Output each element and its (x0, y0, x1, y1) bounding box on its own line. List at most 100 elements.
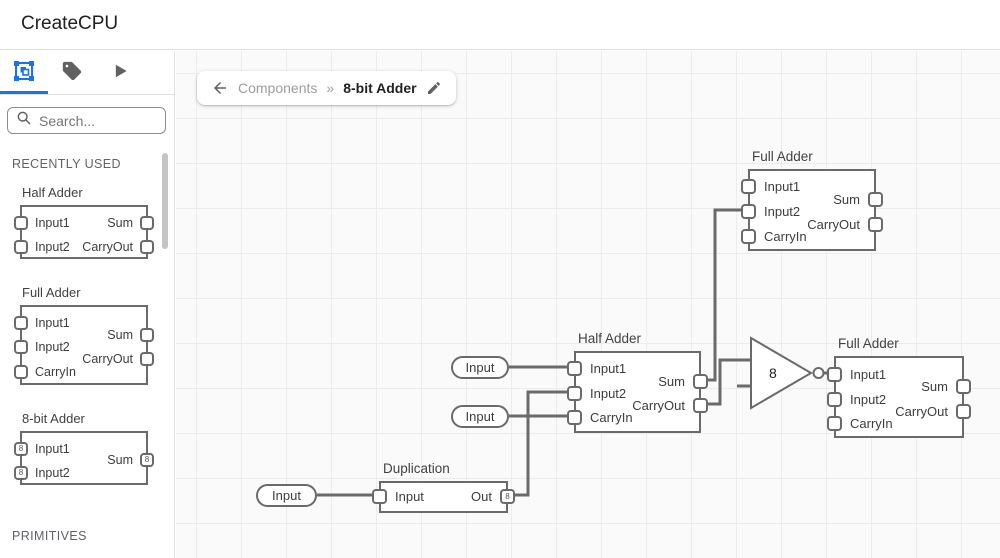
components-icon (13, 60, 35, 87)
port-sum[interactable]: 8 (140, 453, 154, 467)
port-label: CarryIn (850, 416, 893, 431)
port-carryin[interactable] (741, 229, 756, 244)
wire-halfadder-carryout-to-gate-input[interactable] (701, 358, 751, 406)
port-carryin[interactable] (14, 365, 28, 379)
port-label: CarryIn (764, 229, 807, 244)
port-label: Input (395, 489, 424, 504)
edit-name-button[interactable] (426, 80, 442, 96)
port-sum[interactable] (693, 374, 708, 389)
port-label: Input1 (764, 179, 801, 194)
gate-bus-width-label: 8 (769, 365, 777, 381)
port-label: CarryIn (35, 365, 76, 379)
bus-width-badge: 8 (18, 444, 24, 453)
port-input2[interactable]: 8 (14, 466, 28, 480)
port-label: Input2 (590, 386, 627, 401)
port-carryin[interactable] (567, 410, 582, 425)
port-label: Input1 (35, 316, 70, 330)
port-input2[interactable] (567, 386, 582, 401)
port-label: Input2 (764, 204, 801, 219)
port-carryout[interactable] (956, 404, 971, 419)
search-input[interactable] (39, 112, 157, 129)
gate-output-bubble (812, 367, 825, 379)
breadcrumb: Components » 8-bit Adder (197, 71, 456, 105)
port-input[interactable] (372, 489, 387, 504)
canvas-node-input-1[interactable]: Input (451, 356, 509, 379)
component-title: Duplication (383, 461, 450, 476)
bus-width-badge: 8 (144, 455, 150, 464)
library-component-title: Half Adder (22, 185, 83, 200)
component-title: Full Adder (838, 336, 899, 351)
component-title: Half Adder (578, 331, 642, 346)
port-label: CarryOut (807, 217, 860, 232)
tab-components[interactable] (0, 51, 48, 95)
canvas-node-input-2[interactable]: Input (451, 405, 509, 428)
component-title: Full Adder (752, 149, 813, 164)
port-label: Sum (833, 192, 860, 207)
port-sum[interactable] (140, 328, 154, 342)
port-sum[interactable] (140, 216, 154, 230)
port-label: Input2 (850, 392, 887, 407)
play-icon (110, 61, 130, 86)
port-input2[interactable] (827, 392, 842, 407)
port-input1[interactable] (14, 316, 28, 330)
port-label: Sum (107, 328, 133, 342)
port-input2[interactable] (741, 204, 756, 219)
wire-duplication-out-to-halfadder-input2[interactable] (506, 390, 574, 497)
tab-simulate[interactable] (96, 51, 144, 95)
wires-layer: 8 (317, 208, 834, 497)
port-input2[interactable] (14, 240, 28, 254)
library-component-title: 8-bit Adder (22, 411, 85, 426)
tag-icon (61, 60, 83, 87)
port-label: Input1 (590, 361, 627, 376)
sidebar-tabs (0, 51, 174, 95)
port-input1[interactable] (827, 367, 842, 382)
port-carryout[interactable] (140, 240, 154, 254)
search-icon (16, 110, 32, 131)
topbar: CreateCPU (0, 0, 1000, 50)
wire-halfadder-sum-to-fulladder-top-input2[interactable] (701, 208, 748, 382)
port-label: Sum (658, 374, 685, 389)
section-label-recently-used: RECENTLY USED (12, 157, 121, 171)
port-carryin[interactable] (827, 416, 842, 431)
port-carryout[interactable] (693, 398, 708, 413)
port-input1[interactable] (567, 361, 582, 376)
tab-tags[interactable] (48, 51, 96, 95)
port-sum[interactable] (868, 192, 883, 207)
port-sum[interactable] (956, 379, 971, 394)
search-box (7, 107, 166, 134)
sidebar-scrollbar[interactable] (162, 153, 168, 249)
sidebar: RECENTLY USED Half AdderInput1Input2SumC… (0, 51, 175, 558)
port-out[interactable]: 8 (500, 489, 515, 504)
port-input1[interactable]: 8 (14, 442, 28, 456)
port-input1[interactable] (14, 216, 28, 230)
port-label: Input2 (35, 240, 70, 254)
breadcrumb-separator: » (326, 80, 335, 96)
port-carryout[interactable] (868, 217, 883, 232)
port-input2[interactable] (14, 340, 28, 354)
buffer-gate[interactable] (750, 336, 813, 410)
port-input1[interactable] (741, 179, 756, 194)
back-button[interactable] (211, 79, 229, 97)
section-label-primitives: PRIMITIVES (12, 529, 87, 543)
breadcrumb-current: 8-bit Adder (343, 80, 417, 96)
breadcrumb-parent[interactable]: Components (238, 80, 318, 96)
port-carryout[interactable] (140, 352, 154, 366)
port-label: Input2 (35, 340, 70, 354)
port-label: Input1 (850, 367, 887, 382)
canvas-node-input-3[interactable]: Input (256, 484, 317, 507)
